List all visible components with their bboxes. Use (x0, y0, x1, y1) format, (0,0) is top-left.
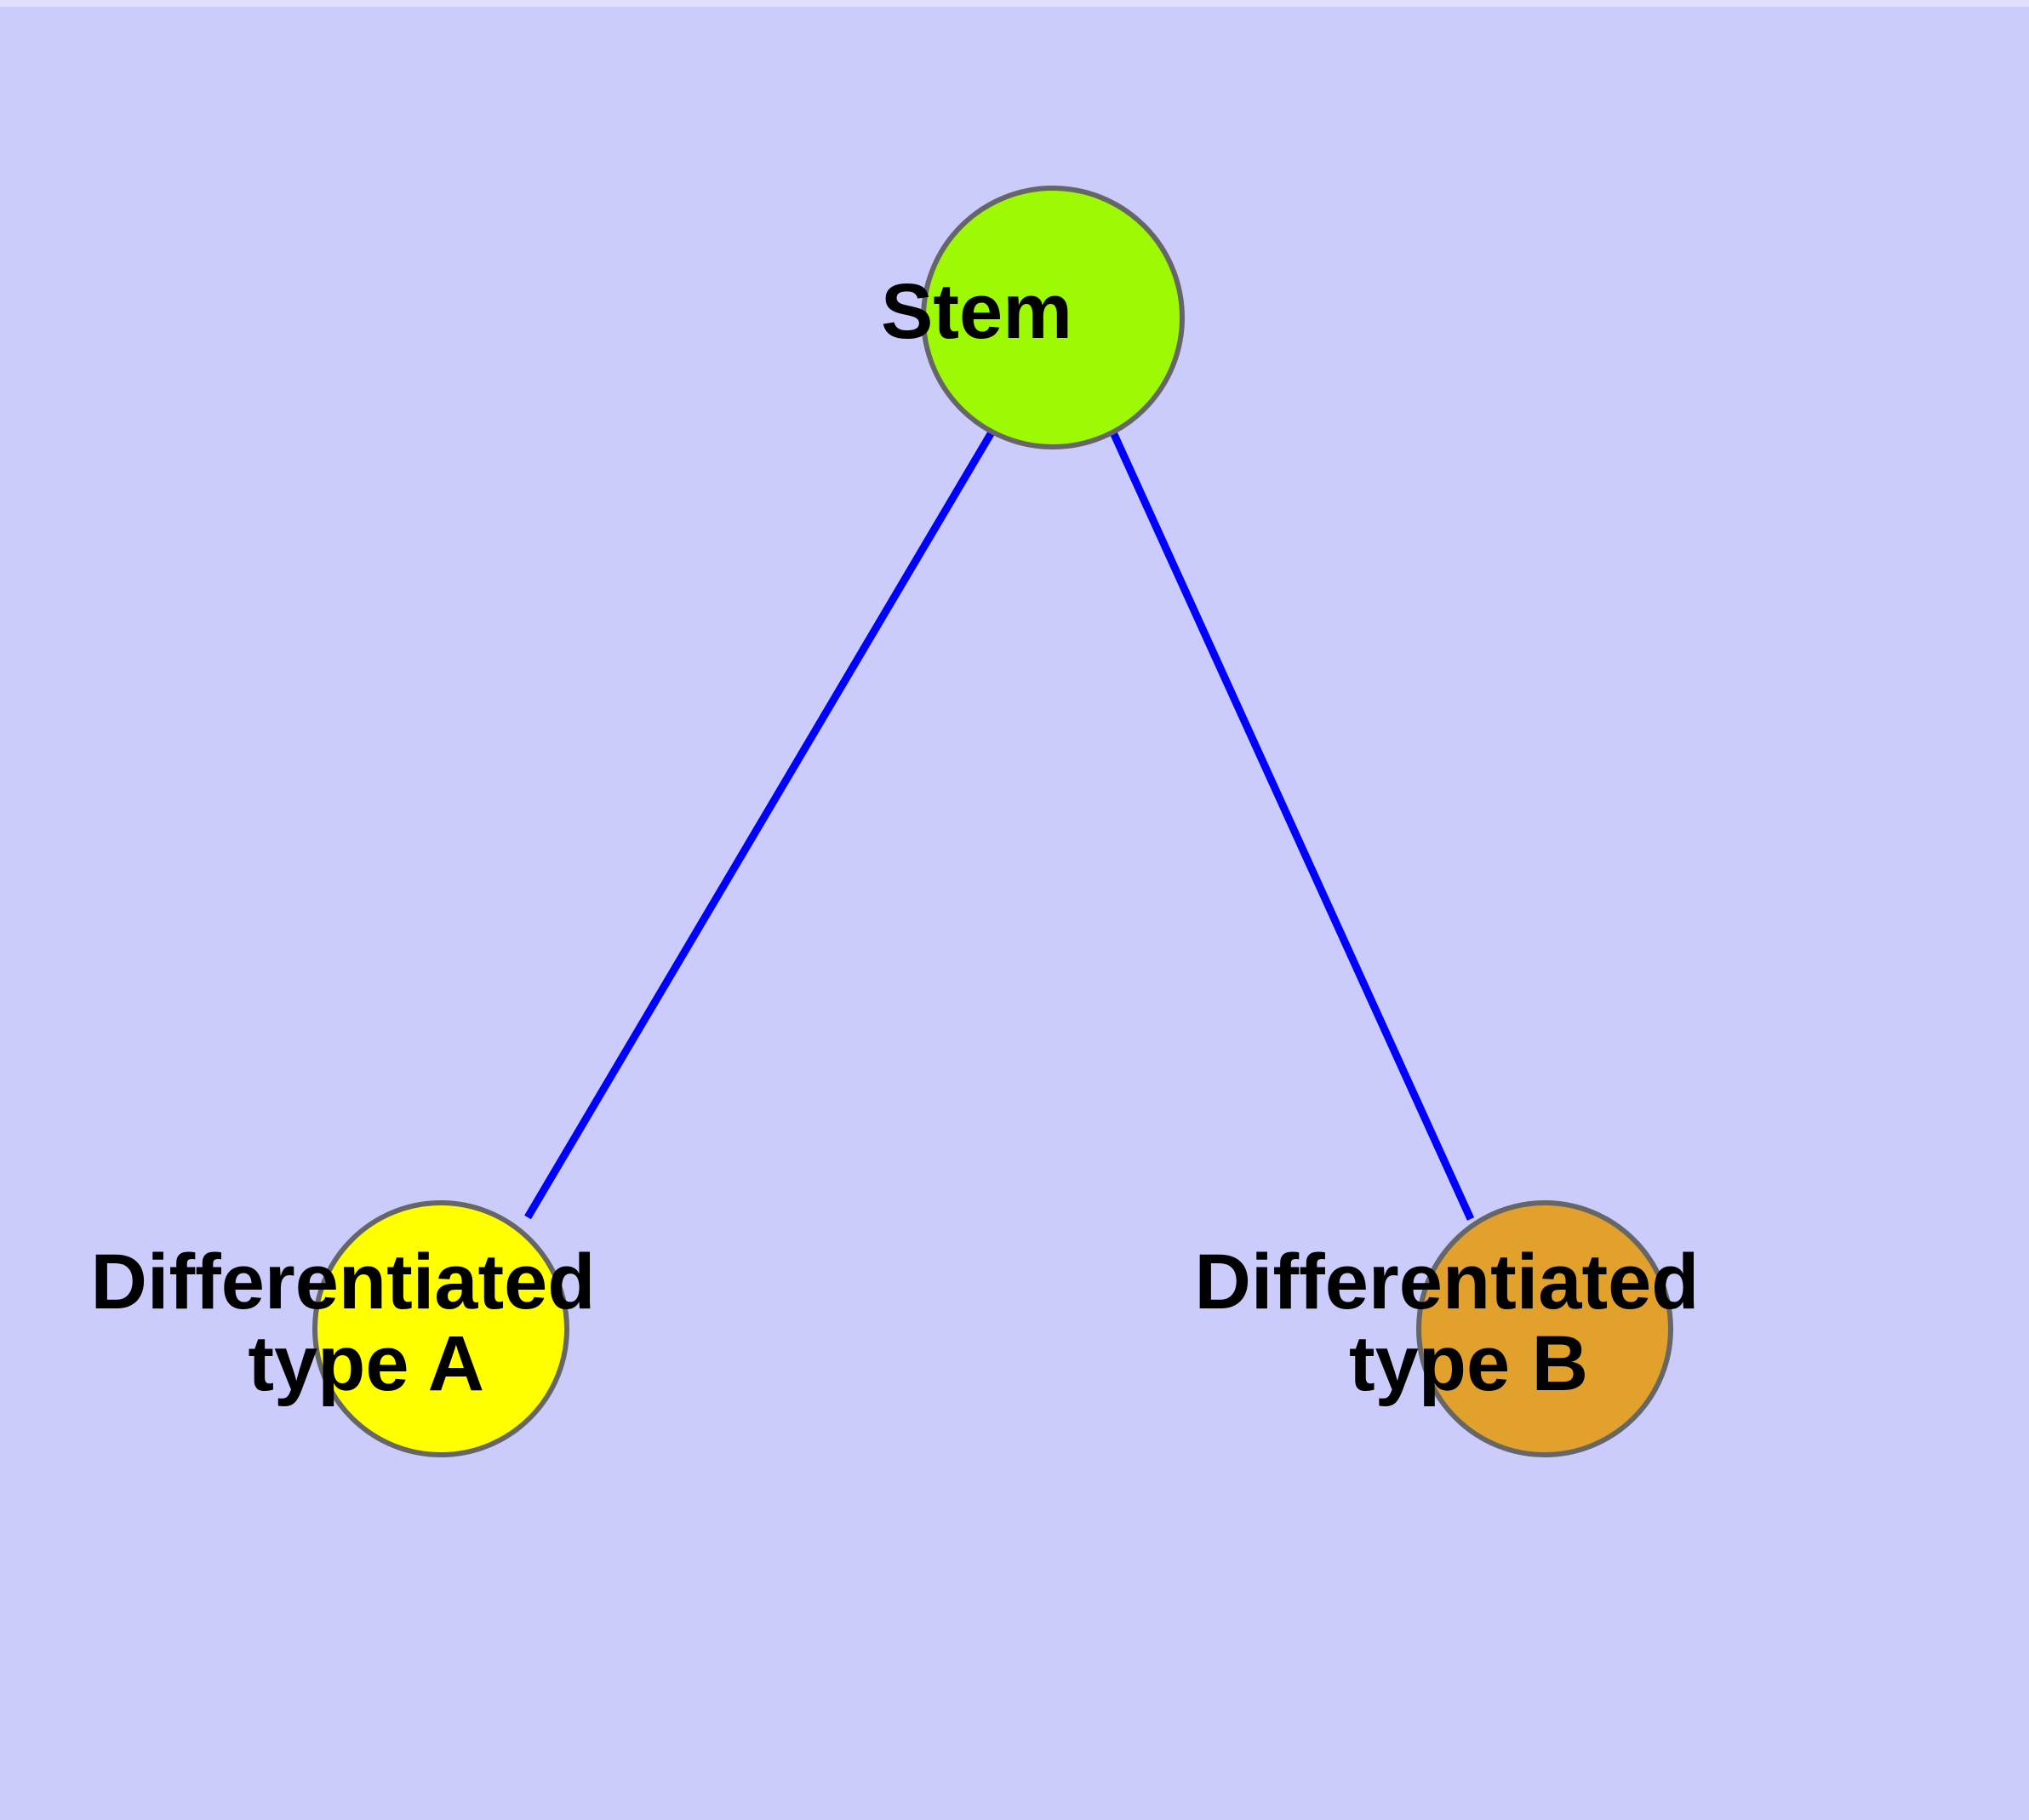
node-differentiated-type-a-label: Differentiated type A (90, 1239, 791, 1407)
node-differentiated-type-a[interactable] (312, 1200, 569, 1457)
node-differentiated-type-b[interactable] (1416, 1200, 1673, 1457)
node-stem-label: Stem (881, 268, 1225, 355)
edge-stem-to-differentiated-type-a[interactable] (524, 430, 995, 1220)
labels-layer: Stem Differentiated type A Differentiate… (90, 268, 1895, 1407)
node-differentiated-type-a-circle[interactable] (312, 1200, 569, 1457)
edges-layer (524, 430, 1475, 1221)
node-differentiated-type-b-circle[interactable] (1416, 1200, 1673, 1457)
node-differentiated-type-a-label-line-1: Differentiated (90, 1239, 595, 1325)
node-differentiated-type-b-label-line-1: Differentiated (1194, 1239, 1699, 1325)
background-top-strip (0, 0, 2029, 7)
edge-stem-to-differentiated-type-b[interactable] (1109, 431, 1475, 1221)
node-differentiated-type-a-label-line-2: type A (248, 1320, 483, 1407)
node-differentiated-type-b-label-line-2: type B (1349, 1320, 1588, 1407)
node-differentiated-type-b-label: Differentiated type B (1194, 1239, 1895, 1407)
node-stem-circle[interactable] (921, 186, 1185, 449)
nodes-layer (312, 186, 1673, 1457)
node-stem-label-line: Stem (881, 268, 1072, 355)
node-stem[interactable] (921, 186, 1185, 449)
